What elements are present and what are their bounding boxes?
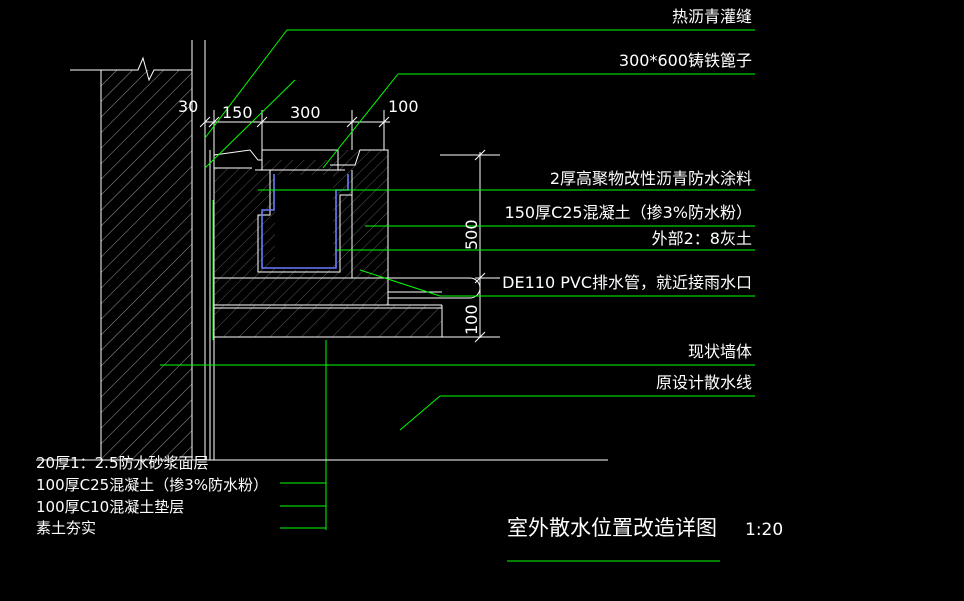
- dim-30: 30: [178, 97, 198, 116]
- dim-300: 300: [290, 103, 321, 122]
- label-waterproof-coating: 2厚高聚物改性沥青防水涂料: [550, 169, 752, 188]
- label-c25-layer: 100厚C25混凝土（掺3%防水粉）: [36, 476, 268, 494]
- drain-channel: [213, 149, 389, 305]
- label-c10-cushion: 100厚C10混凝土垫层: [36, 498, 184, 516]
- dim-150: 150: [222, 103, 253, 122]
- dimension-lines: [199, 110, 500, 343]
- drawing-title: 室外散水位置改造详图: [507, 516, 717, 540]
- label-hot-asphalt-joint: 热沥青灌缝: [672, 7, 752, 26]
- label-compacted-soil: 素土夯实: [36, 519, 96, 537]
- label-existing-wall: 现状墙体: [688, 342, 752, 361]
- label-mortar-surface: 20厚1：2.5防水砂浆面层: [36, 454, 209, 472]
- label-lime-soil: 外部2：8灰土: [652, 229, 752, 248]
- dim-100-side: 100: [462, 304, 481, 335]
- pavement-layers: [214, 291, 443, 338]
- label-pvc-pipe: DE110 PVC排水管，就近接雨水口: [502, 273, 752, 292]
- dim-500: 500: [462, 219, 481, 250]
- drawing-scale: 1:20: [745, 520, 783, 540]
- label-original-apron-line: 原设计散水线: [656, 373, 752, 392]
- label-cast-iron-grate: 300*600铸铁篦子: [619, 51, 752, 70]
- leader-lines: [160, 29, 755, 562]
- dim-100-top: 100: [388, 97, 419, 116]
- label-c25-concrete: 150厚C25混凝土（掺3%防水粉）: [505, 203, 752, 222]
